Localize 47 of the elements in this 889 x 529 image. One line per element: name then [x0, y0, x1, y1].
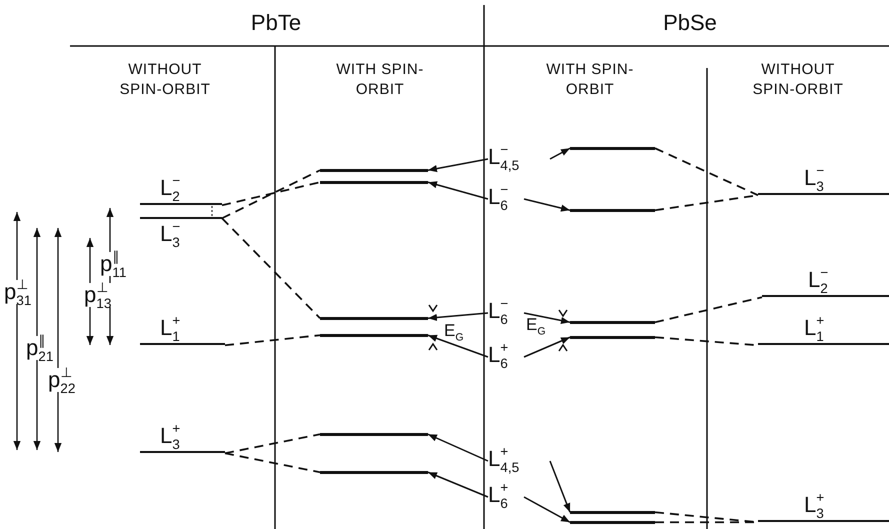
- correlation-line: [222, 169, 320, 220]
- correlation-line: [224, 433, 320, 454]
- energy-level-line: [320, 181, 428, 184]
- arrow: [524, 496, 570, 523]
- energy-level-line: [570, 336, 655, 338]
- correlation-line: [224, 334, 320, 346]
- energy-level-line: [762, 269, 889, 297]
- energy-level-line: [570, 521, 655, 524]
- arrow: [428, 181, 488, 200]
- gap-label: E$_{G}$: [444, 322, 464, 339]
- energy-level-line: [758, 167, 889, 195]
- arrow: [428, 334, 488, 358]
- gap-label: E$_{G}$: [526, 316, 546, 333]
- energy-level-line: [570, 147, 655, 150]
- energy-level-line: [320, 471, 428, 474]
- arrow: [549, 460, 571, 513]
- column-heading: WITH SPIN-ORBIT: [545, 60, 635, 100]
- energy-level-line: [320, 433, 428, 436]
- correlation-line: [224, 452, 320, 474]
- energy-level-line: [570, 321, 655, 324]
- arrow: [524, 336, 570, 358]
- correlation-line: [221, 218, 321, 319]
- correlation-line: [654, 296, 762, 324]
- arrow: [428, 472, 488, 498]
- correlation-line: [654, 147, 758, 196]
- column-heading: WITH SPIN-ORBIT: [335, 60, 425, 100]
- column-heading: PbTe: [250, 10, 302, 36]
- energy-level-line: [140, 425, 225, 453]
- arrow: [428, 158, 488, 172]
- arrow: [428, 312, 488, 322]
- column-heading: PbSe: [662, 10, 718, 36]
- energy-level-line: [140, 177, 222, 205]
- energy-level-line: [570, 511, 655, 514]
- arrow: [524, 198, 570, 212]
- correlation-line: [222, 181, 320, 206]
- column-heading: WITHOUT SPIN-ORBIT: [118, 60, 212, 100]
- energy-level-line: [140, 317, 225, 345]
- energy-level-line: [320, 317, 428, 320]
- arrow: [524, 312, 570, 324]
- energy-level-line: [758, 317, 889, 345]
- energy-level-line: [570, 209, 655, 212]
- energy-level-line: [320, 334, 428, 336]
- arrow: [550, 148, 570, 160]
- energy-level-line: [320, 169, 428, 172]
- column-heading: WITHOUT SPIN-ORBIT: [752, 60, 844, 100]
- arrow: [428, 434, 488, 462]
- energy-level-line: [758, 494, 889, 522]
